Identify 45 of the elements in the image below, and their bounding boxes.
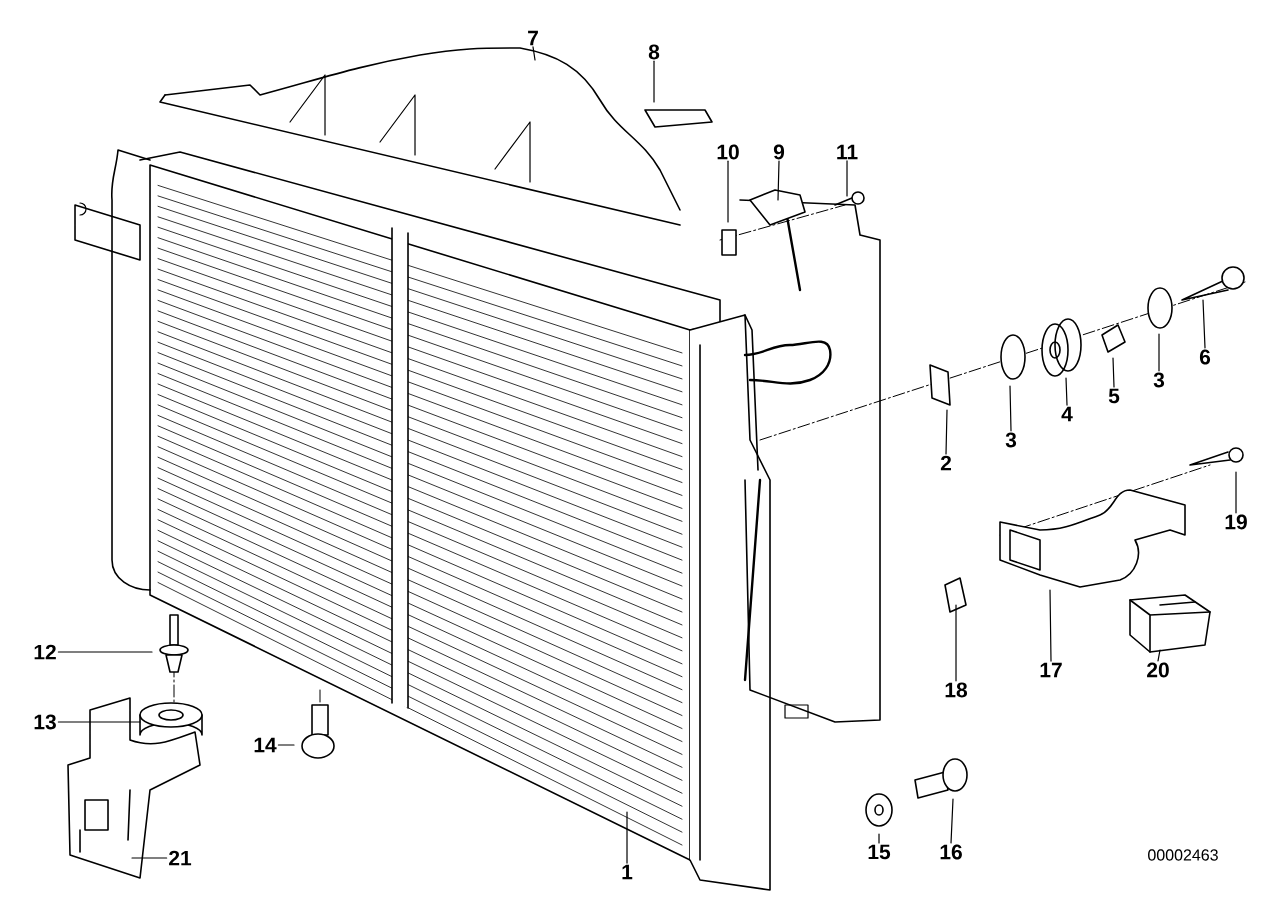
callout-number: 4: [1061, 406, 1073, 422]
leader-line: [532, 46, 536, 61]
leader-line: [1157, 649, 1161, 662]
callout-number: 8: [648, 44, 660, 60]
leader-line: [777, 160, 780, 201]
callout-number: 7: [528, 30, 538, 46]
leader-line: [1112, 357, 1115, 388]
leader-line: [846, 160, 848, 197]
leader-line: [1158, 333, 1160, 372]
callout-number: 15: [868, 844, 891, 860]
leader-line: [950, 798, 954, 844]
callout-number: 9: [773, 144, 785, 160]
leader-line: [626, 811, 628, 864]
leader-line: [1065, 377, 1068, 406]
leader-line: [131, 857, 168, 859]
callout-number: 18: [945, 682, 968, 698]
callout-number: 10: [717, 144, 739, 160]
leader-line: [57, 651, 153, 653]
callout-number: 16: [940, 844, 962, 860]
callout-number: 14: [254, 737, 277, 753]
callout-number: 11: [837, 144, 858, 160]
leader-line: [727, 160, 729, 223]
leader-line: [277, 744, 295, 746]
drawing-number: 00002463: [1148, 849, 1218, 861]
leader-line: [653, 60, 655, 103]
callout-number: 5: [1108, 388, 1120, 404]
leader-line: [1049, 589, 1052, 662]
callout-number: 19: [1225, 514, 1247, 530]
callout-number: 1: [622, 864, 633, 880]
callout-number: 12: [34, 644, 56, 660]
leader-line: [1009, 385, 1012, 432]
callout-number: 3: [1005, 432, 1017, 448]
leader-line: [955, 604, 957, 682]
leader-line: [878, 833, 880, 844]
leader-line: [1202, 299, 1206, 349]
leader-line: [945, 409, 948, 455]
leader-line: [1235, 471, 1237, 514]
leader-line: [57, 721, 141, 723]
callout-number: 3: [1153, 372, 1165, 388]
callout-number: 2: [940, 455, 951, 471]
callout-number: 20: [1147, 662, 1169, 678]
callout-number: 17: [1040, 662, 1062, 678]
callout-number: 6: [1199, 349, 1211, 365]
callout-number: 21: [169, 850, 192, 866]
callout-number: 13: [34, 714, 56, 730]
